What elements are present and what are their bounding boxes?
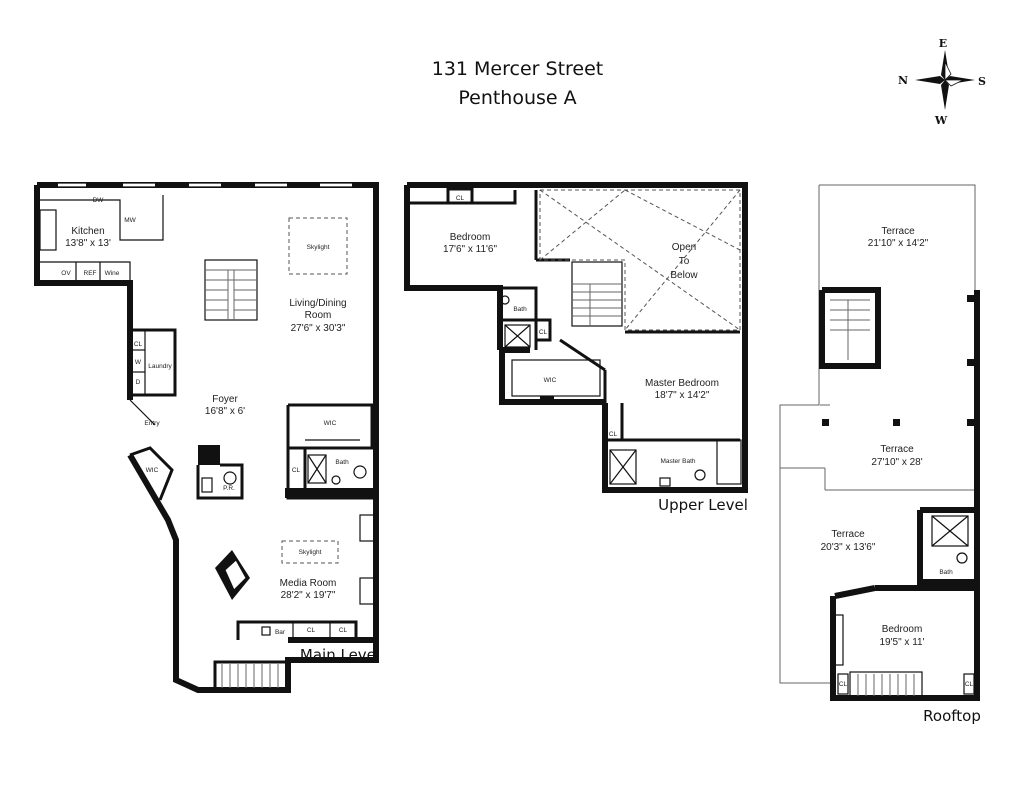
- rooftop-bath-label: Bath: [939, 569, 953, 576]
- terrace-1-label: Terrace: [881, 226, 915, 237]
- rooftop-plan: Terrace 21'10" x 14'2" Terrace 27'10" x …: [779, 184, 981, 725]
- terrace-3-label: Terrace: [831, 529, 865, 540]
- compass-rose: E N S W: [898, 37, 986, 127]
- upper-bedroom-label: Bedroom: [450, 232, 491, 243]
- closet-label-1: CL: [307, 627, 316, 634]
- rooftop-closet-right-label: CL: [965, 681, 974, 688]
- foyer-label: Foyer: [212, 394, 238, 405]
- upper-level-plan: CL Bedroom 17'6" x 11'6" Open To Below B…: [404, 182, 748, 514]
- compass-north: N: [898, 74, 908, 87]
- open-to-below-3: Below: [670, 270, 698, 281]
- main-level-plan: Kitchen 13'8" x 13' DW MW OV REF Wine Sk…: [34, 182, 380, 693]
- living-dining-dims: 27'6" x 30'3": [291, 323, 346, 334]
- terrace-3-dims: 20'3" x 13'6": [821, 542, 876, 553]
- kitchen-label: Kitchen: [71, 226, 104, 237]
- kitchen-dims: 13'8" x 13': [65, 238, 111, 249]
- dishwasher-label: DW: [93, 197, 105, 204]
- media-room-label: Media Room: [280, 578, 337, 589]
- rooftop-bedroom-label: Bedroom: [882, 624, 923, 635]
- compass-south: S: [978, 75, 986, 88]
- skylight-label-1: Skylight: [307, 244, 330, 251]
- master-bedroom-label: Master Bedroom: [645, 378, 719, 389]
- fridge-label: REF: [84, 270, 97, 277]
- terrace-2-dims: 27'10" x 28': [871, 457, 922, 468]
- open-to-below-1: Open: [672, 242, 696, 253]
- rooftop-bedroom-dims: 19'5" x 11': [880, 637, 925, 648]
- upper-closet-mid-label: CL: [539, 329, 548, 336]
- dryer-label: D: [136, 379, 141, 386]
- bath-label: Bath: [335, 459, 349, 466]
- laundry-closet-label: CL: [134, 341, 143, 348]
- upper-level-label: Upper Level: [658, 496, 748, 514]
- compass-west: W: [934, 114, 948, 127]
- listing-unit: Penthouse A: [458, 87, 577, 109]
- bath-closet-label: CL: [292, 467, 301, 474]
- open-to-below-2: To: [679, 256, 690, 267]
- wic-left-label: WIC: [146, 467, 159, 474]
- upper-closet-top-label: CL: [456, 195, 465, 202]
- washer-label: W: [135, 359, 142, 366]
- compass-east: E: [939, 37, 947, 50]
- living-dining-label-1: Living/Dining: [289, 298, 346, 309]
- living-dining-label-2: Room: [305, 310, 332, 321]
- rooftop-level-label: Rooftop: [923, 707, 981, 725]
- main-level-label: Main Level: [300, 646, 380, 664]
- terrace-1-dims: 21'10" x 14'2": [868, 238, 929, 249]
- powder-room-label: P.R.: [223, 485, 235, 492]
- upper-bedroom-dims: 17'6" x 11'6": [443, 244, 498, 255]
- bar-label: Bar: [275, 629, 286, 636]
- media-room-dims: 28'2" x 19'7": [281, 590, 336, 601]
- entry-label: Entry: [144, 420, 160, 427]
- upper-wic-label: WIC: [544, 377, 557, 384]
- wine-label: Wine: [105, 270, 120, 277]
- laundry-label: Laundry: [148, 363, 172, 370]
- oven-label: OV: [61, 270, 71, 277]
- rooftop-closet-left-label: CL: [839, 681, 848, 688]
- listing-address: 131 Mercer Street: [431, 58, 604, 80]
- wic-right-label: WIC: [324, 420, 337, 427]
- closet-label-2: CL: [339, 627, 348, 634]
- upper-bath-label: Bath: [513, 306, 527, 313]
- skylight-label-2: Skylight: [299, 549, 322, 556]
- terrace-2-label: Terrace: [880, 444, 914, 455]
- foyer-dims: 16'8" x 6': [205, 406, 245, 417]
- microwave-label: MW: [124, 217, 136, 224]
- master-closet-label: CL: [609, 431, 618, 438]
- master-bath-label: Master Bath: [660, 458, 695, 465]
- master-bedroom-dims: 18'7" x 14'2": [655, 390, 710, 401]
